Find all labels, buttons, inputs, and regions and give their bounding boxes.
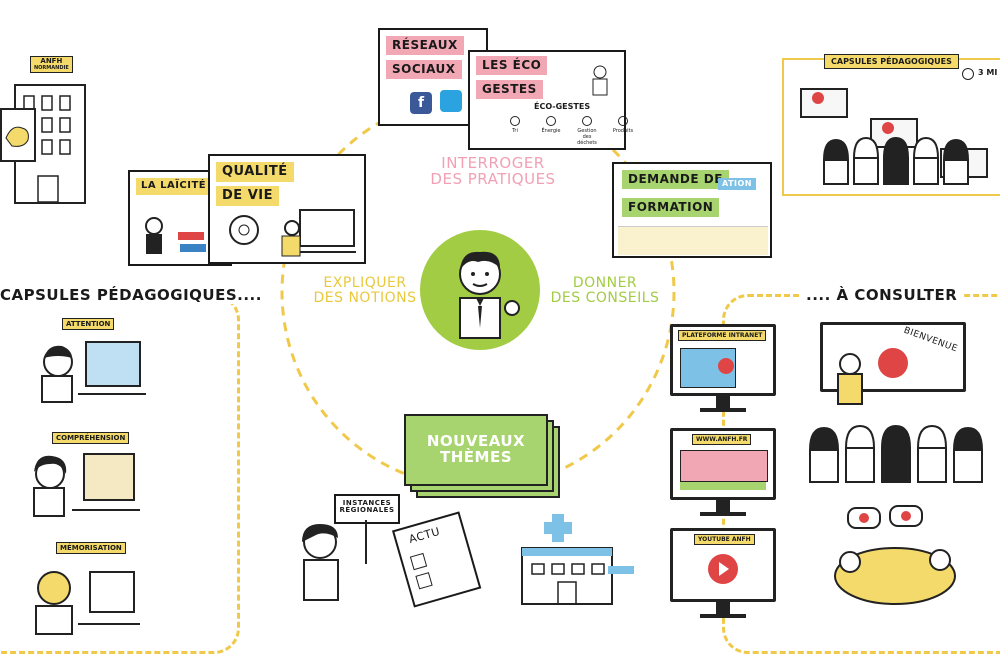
eco-person-icon xyxy=(588,64,612,98)
hospital-building xyxy=(512,508,636,608)
capsule-memorisation: MÉMORISATION xyxy=(22,542,142,642)
eco-item: Gestion des déchets xyxy=(577,128,597,146)
capsule-attention: ATTENTION xyxy=(28,318,148,418)
meeting-table xyxy=(834,505,956,605)
video-thumb xyxy=(800,88,848,118)
timer-text: 3 MI xyxy=(978,68,998,77)
screen-intranet: PLATEFORME INTRANET xyxy=(670,324,776,414)
audience-group xyxy=(808,424,984,483)
eco-item: Produits xyxy=(612,128,634,134)
screen-anfh: WWW.ANFH.FR xyxy=(670,428,776,518)
eco-gestes-card: LES ÉCO GESTES ÉCO-GESTES Tri Énergie Ge… xyxy=(468,50,633,150)
eco-item: Tri xyxy=(512,128,518,134)
central-character xyxy=(418,228,542,352)
eco-gestes-subtitle: ÉCO-GESTES xyxy=(534,102,591,111)
demande-formation-card: DEMANDE DE FORMATION ATION xyxy=(612,162,772,258)
qualite-de-vie-card: QUALITÉ DE VIE xyxy=(208,154,366,264)
capsules-right-box: CAPSULES PÉDAGOGIQUES 3 MI xyxy=(782,54,1000,196)
timer-icon xyxy=(962,68,974,80)
capsule-comprehension: COMPRÉHENSION xyxy=(22,432,142,532)
bienvenue-screen: BIENVENUE xyxy=(820,322,970,410)
twitter-icon xyxy=(440,90,462,112)
capsules-left-title: CAPSULES PÉDAGOGIQUES.... xyxy=(0,287,268,304)
facebook-icon: f xyxy=(410,92,432,114)
consulter-title: .... À CONSULTER xyxy=(800,287,964,304)
screen-youtube: YOUTUBE ANFH xyxy=(670,528,776,620)
eco-item: Énergie xyxy=(541,128,561,134)
